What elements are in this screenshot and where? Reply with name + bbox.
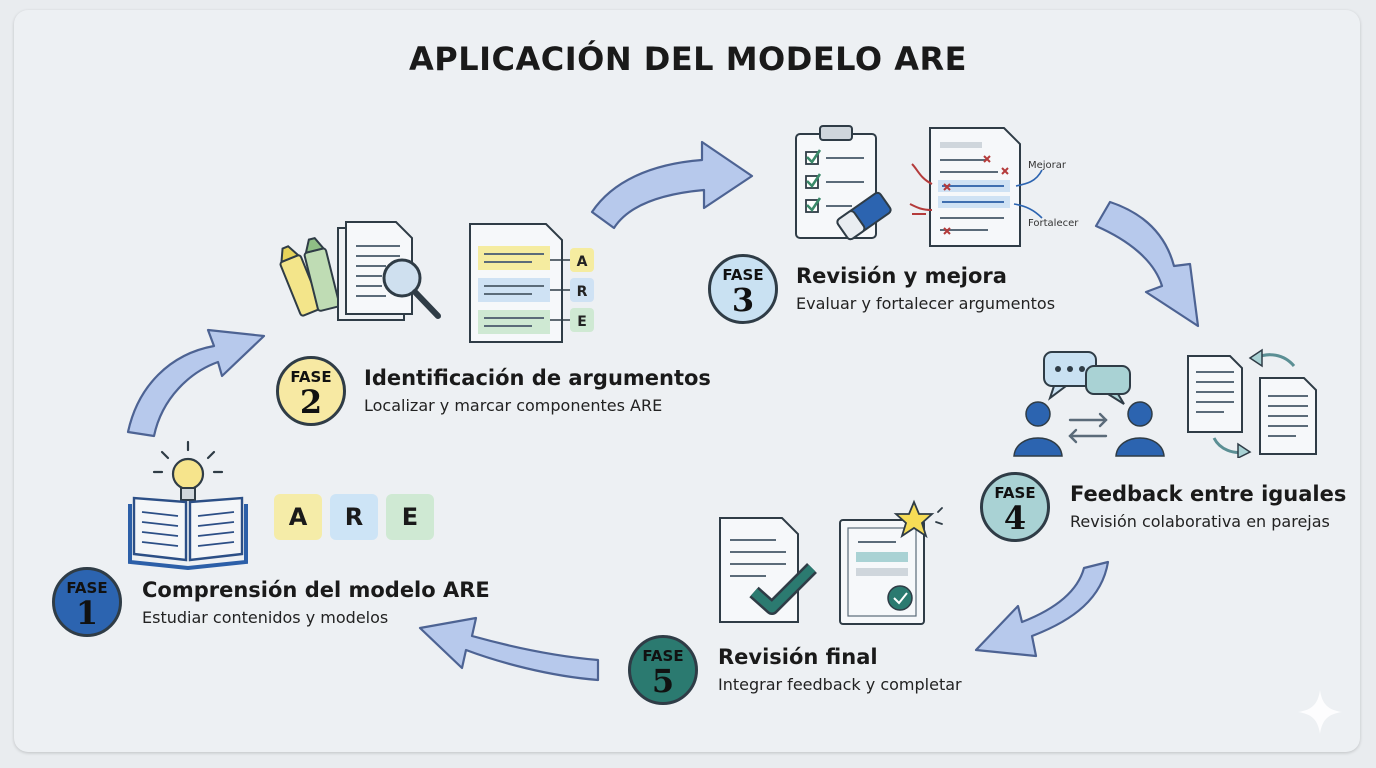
arrow-2-to-3 — [590, 140, 754, 230]
phase-1-number: 1 — [75, 594, 99, 632]
phase-3-fase-label: FASE — [722, 266, 764, 284]
book-lightbulb-icon — [128, 440, 248, 570]
sparkle-icon — [1298, 690, 1342, 734]
doc-tag-e: E — [577, 314, 587, 330]
are-tile-r: R — [330, 494, 378, 540]
phase-2-heading: Identificación de argumentos — [364, 366, 711, 390]
highlighter-document-magnifier-icon — [279, 221, 441, 321]
note-fortalecer: Fortalecer — [1028, 218, 1079, 229]
phase-1-label: Comprensión del modelo ARE Estudiar cont… — [142, 578, 490, 627]
arrow-3-to-4 — [1094, 200, 1200, 328]
phase-1-badge: FASE 1 — [52, 567, 122, 637]
are-tile-e: E — [386, 494, 434, 540]
note-mejorar: Mejorar — [1028, 160, 1067, 171]
arrow-4-to-5 — [974, 560, 1110, 658]
doc-tag-a: A — [577, 254, 588, 270]
phase-4-fase-label: FASE — [994, 484, 1036, 502]
phase-1-heading: Comprensión del modelo ARE — [142, 578, 490, 602]
are-tile-a: A — [274, 494, 322, 540]
phase-2-fase-label: FASE — [290, 368, 332, 386]
checklist-eraser-icon — [795, 125, 892, 241]
phase-1-fase-label: FASE — [66, 579, 108, 597]
doc-tag-r: R — [577, 284, 588, 300]
phase-2-label: Identificación de argumentos Localizar y… — [364, 366, 711, 415]
phase-4-label: Feedback entre iguales Revisión colabora… — [1070, 482, 1346, 531]
tagged-document-icon: A R E — [469, 223, 594, 343]
diagram-title: APLICACIÓN DEL MODELO ARE — [408, 40, 968, 78]
phase-5-label: Revisión final Integrar feedback y compl… — [718, 645, 962, 694]
phase-2-badge: FASE 2 — [276, 356, 346, 426]
arrow-1-to-2 — [126, 328, 266, 438]
phase-5-heading: Revisión final — [718, 645, 878, 669]
phase-4-badge: FASE 4 — [980, 472, 1050, 542]
phase-4-subtitle: Revisión colaborativa en parejas — [1070, 512, 1330, 531]
diagram-card — [14, 10, 1360, 752]
phase-3-badge: FASE 3 — [708, 254, 778, 324]
phase-4-heading: Feedback entre iguales — [1070, 482, 1347, 506]
phase-3-number: 3 — [731, 281, 755, 319]
arrow-5-to-1 — [418, 616, 600, 682]
phase-3-label: Revisión y mejora Evaluar y fortalecer a… — [796, 264, 1055, 313]
corrected-document-icon: Mejorar Fortalecer — [909, 127, 1079, 247]
phase-1-subtitle: Estudiar contenidos y modelos — [142, 608, 389, 627]
certificate-star-icon — [839, 499, 943, 625]
phase-3-heading: Revisión y mejora — [796, 264, 1007, 288]
checked-document-icon — [719, 517, 817, 623]
document-exchange-icon — [1187, 348, 1317, 458]
phase-5-subtitle: Integrar feedback y completar — [718, 675, 962, 694]
peer-chat-icon — [1013, 351, 1165, 457]
phase-4-number: 4 — [1003, 499, 1027, 537]
phase-2-number: 2 — [299, 383, 323, 421]
phase-2-subtitle: Localizar y marcar componentes ARE — [364, 396, 663, 415]
phase-5-number: 5 — [651, 662, 675, 700]
phase-3-subtitle: Evaluar y fortalecer argumentos — [796, 294, 1056, 313]
phase-5-fase-label: FASE — [642, 647, 684, 665]
phase-5-badge: FASE 5 — [628, 635, 698, 705]
